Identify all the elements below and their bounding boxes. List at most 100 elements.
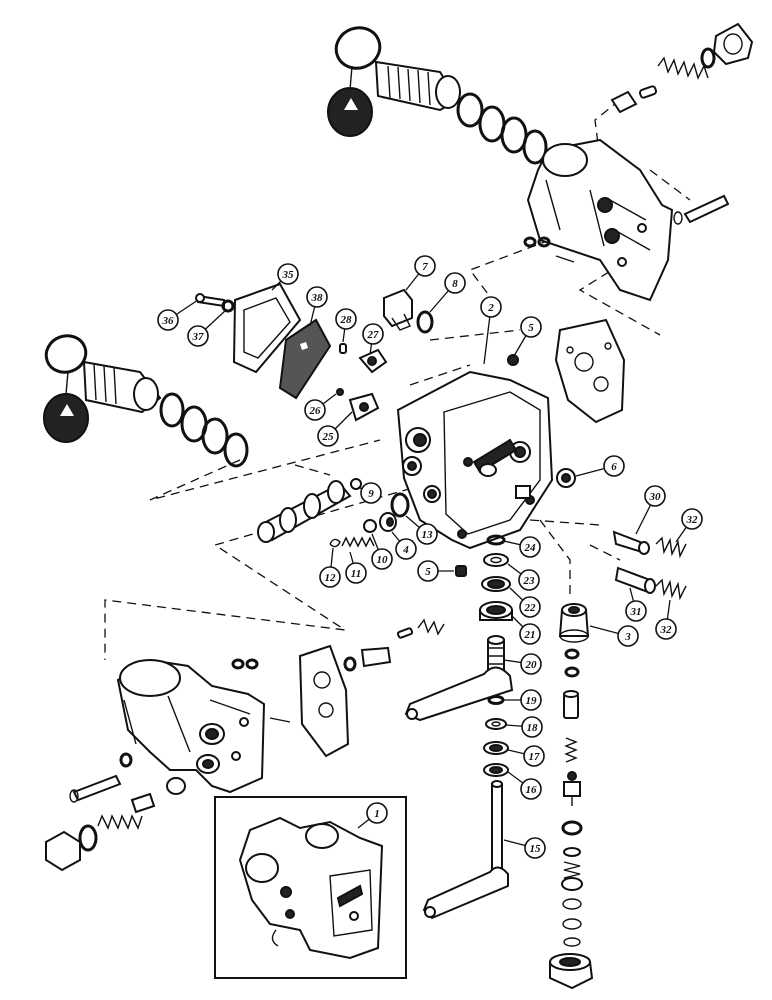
seal-21 bbox=[479, 601, 513, 621]
callout-circle bbox=[444, 272, 466, 294]
callout-circle bbox=[520, 778, 542, 800]
plug-5-lower bbox=[455, 565, 467, 577]
callout-number: 2 bbox=[487, 302, 494, 314]
callout-circle bbox=[366, 802, 388, 824]
callout-c7: 7 bbox=[405, 255, 436, 291]
plug-6 bbox=[556, 468, 576, 488]
cover-plate-35 bbox=[232, 282, 302, 374]
callout-c21: 21 bbox=[511, 615, 541, 645]
upper-valve-housing bbox=[526, 138, 674, 302]
callout-number: 5 bbox=[528, 322, 534, 334]
callout-number: 1 bbox=[374, 808, 380, 820]
callout-circle bbox=[417, 560, 439, 582]
callout-circle bbox=[157, 309, 179, 331]
lower-relief-poppet bbox=[343, 618, 445, 672]
callout-number: 9 bbox=[368, 488, 374, 500]
callout-number: 31 bbox=[630, 606, 642, 618]
callout-c3: 3 bbox=[589, 625, 639, 647]
callout-number: 35 bbox=[282, 269, 295, 281]
callout-number: 8 bbox=[452, 278, 458, 290]
o-ring-24 bbox=[486, 534, 506, 546]
callout-number: 28 bbox=[340, 314, 353, 326]
plunger-30 bbox=[612, 530, 650, 555]
callout-c8: 8 bbox=[429, 272, 466, 313]
callout-circle bbox=[371, 548, 393, 570]
callout-number: 21 bbox=[524, 629, 536, 641]
callout-c17: 17 bbox=[507, 745, 545, 767]
callout-c6: 6 bbox=[575, 455, 625, 477]
left-spool-sleeve bbox=[82, 360, 162, 414]
callout-circle bbox=[644, 485, 666, 507]
callout-c16: 16 bbox=[507, 771, 542, 800]
o-ring-19 bbox=[487, 695, 505, 705]
retainer-4 bbox=[379, 512, 397, 532]
spool-9 bbox=[257, 478, 362, 543]
callout-circle bbox=[519, 623, 541, 645]
callout-number: 24 bbox=[524, 542, 537, 554]
callout-circle bbox=[655, 618, 677, 640]
callout-number: 6 bbox=[611, 461, 617, 473]
callout-circle bbox=[520, 689, 542, 711]
callout-c12: 12 bbox=[319, 547, 341, 588]
plug-7 bbox=[383, 288, 413, 331]
callout-circle bbox=[603, 455, 625, 477]
callout-c13: 13 bbox=[405, 515, 438, 545]
callout-c30: 30 bbox=[635, 485, 666, 535]
callout-c5b: 5 bbox=[417, 560, 454, 582]
callout-circle bbox=[518, 569, 540, 591]
callout-number: 32 bbox=[660, 624, 673, 636]
seal-22 bbox=[481, 576, 511, 592]
callout-number: 7 bbox=[422, 261, 428, 273]
callout-circle bbox=[277, 263, 299, 285]
lever-shaft-15 bbox=[422, 780, 509, 920]
left-handle-knob bbox=[43, 334, 89, 443]
callout-circle bbox=[395, 538, 417, 560]
upper-washers bbox=[523, 236, 575, 263]
callout-c31: 31 bbox=[625, 587, 647, 622]
callout-circle bbox=[520, 316, 542, 338]
clip-12 bbox=[329, 538, 341, 548]
lower-relief-parts bbox=[45, 777, 186, 872]
callout-circle bbox=[360, 482, 382, 504]
detent-lever-27 bbox=[358, 348, 388, 374]
callout-circle bbox=[319, 566, 341, 588]
callout-number: 12 bbox=[325, 572, 337, 584]
callout-circle bbox=[681, 508, 703, 530]
lower-valve-housing bbox=[116, 658, 266, 794]
upper-relief-plug bbox=[700, 22, 754, 69]
callout-number: 22 bbox=[524, 602, 537, 614]
callout-circle bbox=[480, 296, 502, 318]
callout-c2: 2 bbox=[480, 296, 502, 365]
seal-16 bbox=[483, 763, 509, 777]
callout-number: 5 bbox=[425, 566, 431, 578]
callout-c1: 1 bbox=[357, 802, 388, 829]
callout-circle bbox=[524, 837, 546, 859]
callout-number: 16 bbox=[526, 784, 538, 796]
callout-number: 11 bbox=[351, 568, 361, 580]
housing-gasket bbox=[554, 318, 626, 424]
callout-circle bbox=[520, 653, 542, 675]
callout-circle bbox=[317, 425, 339, 447]
o-ring-13 bbox=[390, 492, 410, 518]
lower-mounting-bolt bbox=[69, 752, 133, 803]
callout-number: 4 bbox=[402, 544, 409, 556]
callout-circle bbox=[416, 523, 438, 545]
callout-c27: 27 bbox=[362, 323, 384, 355]
callout-c4: 4 bbox=[391, 531, 417, 560]
callout-circle bbox=[345, 562, 367, 584]
callout-c18: 18 bbox=[505, 716, 543, 738]
callout-circle bbox=[519, 596, 541, 618]
callout-c37: 37 bbox=[187, 309, 227, 347]
plunger-31 bbox=[614, 566, 656, 594]
callout-c11: 11 bbox=[345, 551, 367, 584]
callout-c28: 28 bbox=[335, 308, 357, 343]
callout-number: 18 bbox=[527, 722, 539, 734]
upper-handle-knob bbox=[327, 26, 382, 137]
callout-c20: 20 bbox=[503, 653, 542, 675]
callout-circle bbox=[335, 308, 357, 330]
upper-spool-sleeve bbox=[374, 60, 461, 112]
callout-number: 23 bbox=[523, 575, 536, 587]
callout-c26: 26 bbox=[304, 393, 337, 421]
upper-relief-poppet bbox=[610, 85, 658, 114]
